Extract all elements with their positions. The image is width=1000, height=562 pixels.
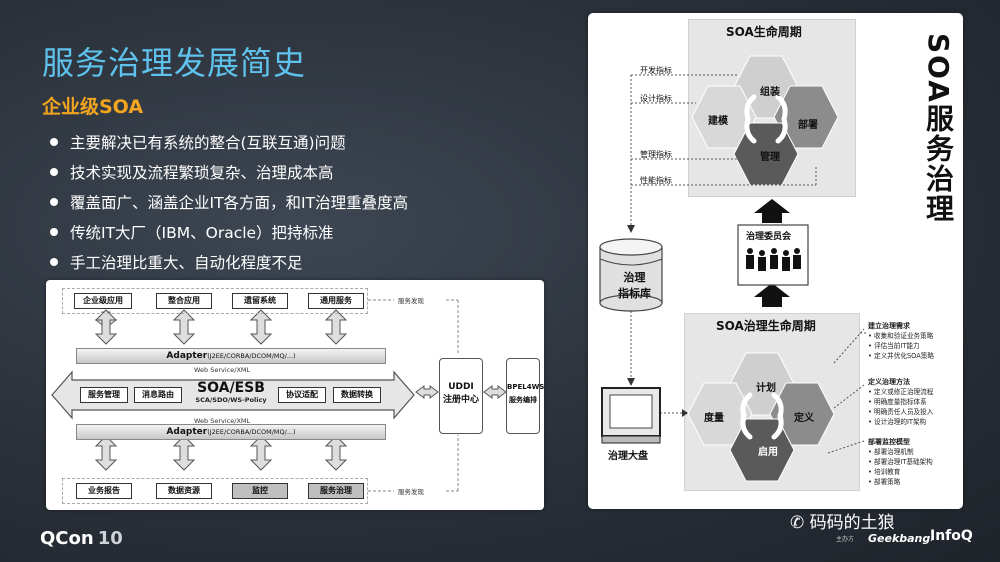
bullet-item: 传统IT大厂（IBM、Oracle）把持标准 xyxy=(50,221,408,251)
hex-label: 部署 xyxy=(798,120,818,131)
note-item: • 明确责任人员及投入 xyxy=(868,408,934,416)
indicator-label: 管理指标 xyxy=(640,150,672,159)
watermark: ✆ 码码的土狼 xyxy=(790,513,895,533)
esb-diagram-graphics xyxy=(51,299,507,492)
bullet-list: 主要解决已有系统的整合(互联互通)问题 技术实现及流程繁琐复杂、治理成本高 覆盖… xyxy=(50,131,408,281)
app-box: 数据资源 xyxy=(156,483,212,499)
note-item: • 部署策略 xyxy=(868,478,901,486)
hex-label: 管理 xyxy=(760,152,780,163)
hex-label: 定义 xyxy=(794,413,814,424)
bullet-item: 覆盖面广、涵盖企业IT各方面，和IT治理重叠度高 xyxy=(50,191,408,221)
hex-define xyxy=(769,382,835,446)
esb-core-label: SOA/ESB SCA/SDO/WS-Policy xyxy=(195,380,267,404)
note-item: • 收集和验证业务策略 xyxy=(868,332,934,340)
note-item: • 明确度量指标体系 xyxy=(868,398,927,406)
database-label: 治理 指标库 xyxy=(618,271,651,300)
database-icon xyxy=(599,238,663,312)
soa-graphics xyxy=(599,55,868,482)
service-box: 协议适配 xyxy=(278,387,326,403)
note-item: • 部署治理IT基础架构 xyxy=(868,458,933,466)
slide-subtitle: 企业级SOA xyxy=(42,96,144,118)
hex-label: 启用 xyxy=(758,447,778,458)
app-box: 监控 xyxy=(232,483,288,499)
hex-deploy xyxy=(773,85,839,149)
bullet-dot-icon xyxy=(50,137,58,146)
note-item: • 设计治理的IT架构 xyxy=(868,418,927,426)
bullet-dot-icon xyxy=(50,197,58,206)
discovery-label-bottom: 服务发现 xyxy=(398,488,424,496)
note-list: 部署监控模型 • 部署治理机制 • 部署治理IT基础架构 • 培训教育 • 部署… xyxy=(868,438,933,486)
service-box: 消息路由 xyxy=(134,387,182,403)
hex-label: 度量 xyxy=(704,413,724,424)
hex-label: 建模 xyxy=(708,116,728,127)
note-item: • 培训教育 xyxy=(868,468,901,476)
adapter-bar-bottom: Adapter(J2EE/CORBA/DCOM/MQ/...) xyxy=(76,424,386,440)
bottom-apps-row xyxy=(62,478,368,504)
vertical-title: SOA服务治理 xyxy=(922,33,955,224)
note-item: • 部署治理机制 xyxy=(868,448,914,456)
bpel-box: BPEL4WS 服务编排 xyxy=(506,358,544,434)
indicator-label: 性能指标 xyxy=(640,176,672,185)
bullet-dot-icon xyxy=(50,167,58,176)
hex-label: 组装 xyxy=(760,87,780,98)
bullet-dot-icon xyxy=(50,227,58,236)
service-box: 数据转换 xyxy=(333,387,381,403)
bullet-dot-icon xyxy=(50,257,58,266)
app-box: 通用服务 xyxy=(308,293,364,309)
discovery-label-top: 服务发现 xyxy=(398,297,424,305)
slide-title: 服务治理发展简史 xyxy=(42,44,307,82)
note-list: 定义治理方法 • 定义或修正治理流程 • 明确度量指标体系 • 明确责任人员及投… xyxy=(868,378,934,426)
up-arrow-icon xyxy=(754,199,790,307)
gov-lifecycle-title: SOA治理生命周期 xyxy=(716,319,816,333)
uddi-box: UDDI 注册中心 xyxy=(439,358,483,434)
dashboard-label: 治理大盘 xyxy=(608,451,648,462)
app-box: 业务报告 xyxy=(76,483,132,499)
esb-diagram: 企业级应用 整合应用 遗留系统 通用服务 服务发现 Adapter(J2EE/C… xyxy=(46,280,544,510)
hex-label: 计划 xyxy=(756,383,776,394)
committee-label: 治理委员会 xyxy=(746,232,792,242)
adapter-bar-top: Adapter(J2EE/CORBA/DCOM/MQ/...) xyxy=(76,348,386,364)
indicator-label: 设计指标 xyxy=(640,94,672,103)
app-box: 企业级应用 xyxy=(74,293,132,309)
brand-tag: 主办方 xyxy=(836,536,855,543)
note-item: • 评估当前IT能力 xyxy=(868,342,920,350)
wechat-icon: ✆ xyxy=(790,513,805,533)
indicator-label: 开发指标 xyxy=(640,66,672,75)
note-list: 建立治理需求 • 收集和验证业务策略 • 评估当前IT能力 • 定义并优化SOA… xyxy=(868,322,934,360)
bullet-item: 技术实现及流程繁琐复杂、治理成本高 xyxy=(50,161,408,191)
top-apps-row xyxy=(62,288,368,314)
soa-governance-diagram: SOA服务治理 SOA生命周期 SOA治理生命周期 xyxy=(588,13,963,509)
bullet-item: 手工治理比重大、自动化程度不足 xyxy=(50,251,408,281)
people-icon xyxy=(746,248,801,271)
bullet-item: 主要解决已有系统的整合(互联互通)问题 xyxy=(50,131,408,161)
web-service-label-top: Web Service/XML xyxy=(194,366,251,374)
app-box: 服务治理 xyxy=(308,483,364,499)
lifecycle-title: SOA生命周期 xyxy=(726,25,802,39)
service-box: 服务管理 xyxy=(80,387,128,403)
note-item: • 定义并优化SOA策略 xyxy=(868,352,934,360)
infoq-logo: InfoQ xyxy=(930,528,973,544)
geekbang-logo: Geekbang› xyxy=(868,532,935,545)
monitor-icon xyxy=(601,387,661,444)
app-box: 整合应用 xyxy=(156,293,212,309)
web-service-label-bottom: Web Service/XML xyxy=(194,417,251,425)
app-box: 遗留系统 xyxy=(232,293,288,309)
note-item: • 定义或修正治理流程 xyxy=(868,388,934,396)
